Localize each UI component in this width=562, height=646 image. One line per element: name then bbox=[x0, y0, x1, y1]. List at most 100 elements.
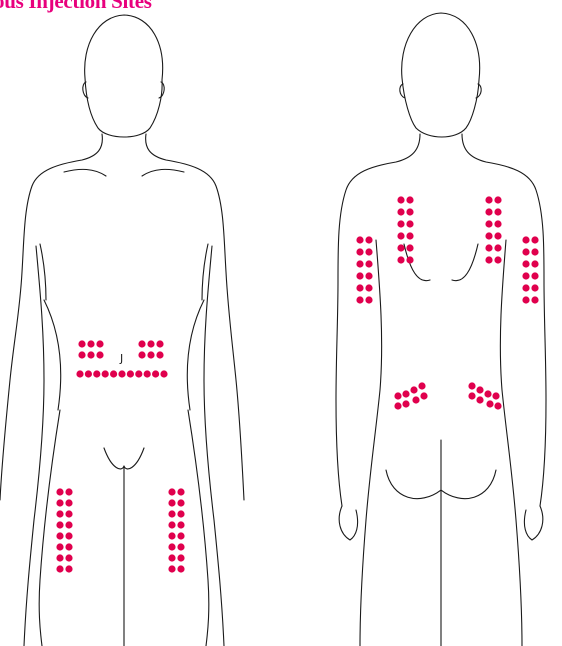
right-thigh-dot bbox=[177, 499, 184, 506]
right-upper-arm-dot bbox=[522, 248, 529, 255]
right-upper-arm-dot bbox=[522, 296, 529, 303]
left-upper-back-dot bbox=[406, 220, 413, 227]
right-upper-back-dot bbox=[494, 208, 501, 215]
left-thigh-dot bbox=[65, 499, 72, 506]
left-upper-back-dot bbox=[406, 232, 413, 239]
left-upper-arm-dot bbox=[365, 272, 372, 279]
left-upper-arm-dot bbox=[365, 248, 372, 255]
abdomen-left-dot bbox=[78, 340, 85, 347]
abdomen-left-dot bbox=[78, 351, 85, 358]
left-thigh-dot bbox=[56, 532, 63, 539]
abdomen-right-dot bbox=[156, 340, 163, 347]
left-thigh-dot bbox=[56, 543, 63, 550]
left-lower-back-dot bbox=[402, 400, 409, 407]
right-thigh-dot bbox=[177, 543, 184, 550]
abdomen-left-dot bbox=[87, 340, 94, 347]
abdomen-left-dot bbox=[87, 351, 94, 358]
left-upper-back-dot bbox=[397, 232, 404, 239]
right-upper-arm-dot bbox=[531, 236, 538, 243]
right-upper-back-dot bbox=[485, 208, 492, 215]
abdomen-bottom-dot bbox=[76, 370, 83, 377]
left-upper-back-dot bbox=[406, 256, 413, 263]
left-upper-arm-dot bbox=[356, 296, 363, 303]
left-lower-back-dot bbox=[394, 392, 401, 399]
abdomen-bottom-dot bbox=[118, 370, 125, 377]
right-upper-arm-dot bbox=[522, 272, 529, 279]
right-thigh-dot bbox=[168, 543, 175, 550]
right-lower-back-dot bbox=[484, 390, 491, 397]
right-thigh-dot bbox=[168, 488, 175, 495]
right-thigh-dot bbox=[177, 488, 184, 495]
left-lower-back-dot bbox=[402, 390, 409, 397]
right-lower-back-dot bbox=[468, 392, 475, 399]
right-upper-arm-dot bbox=[522, 284, 529, 291]
abdomen-right-dot bbox=[138, 351, 145, 358]
right-upper-back-dot bbox=[485, 244, 492, 251]
abdomen-bottom-dot bbox=[152, 370, 159, 377]
back-head bbox=[402, 13, 480, 137]
left-lower-back-dot bbox=[410, 386, 417, 393]
abdomen-bottom-dot bbox=[160, 370, 167, 377]
left-thigh-dot bbox=[56, 565, 63, 572]
right-thigh-dot bbox=[177, 565, 184, 572]
left-thigh-dot bbox=[65, 510, 72, 517]
left-lower-back-dot bbox=[420, 392, 427, 399]
left-thigh-dot bbox=[56, 488, 63, 495]
left-upper-back-dot bbox=[397, 196, 404, 203]
right-upper-arm-dot bbox=[531, 248, 538, 255]
right-lower-back-dot bbox=[476, 386, 483, 393]
injection-dots bbox=[56, 196, 538, 572]
abdomen-bottom-dot bbox=[135, 370, 142, 377]
left-upper-arm-dot bbox=[365, 236, 372, 243]
left-thigh-dot bbox=[65, 532, 72, 539]
abdomen-bottom-dot bbox=[85, 370, 92, 377]
right-lower-back-dot bbox=[468, 382, 475, 389]
abdomen-bottom-dot bbox=[127, 370, 134, 377]
abdomen-right-dot bbox=[138, 340, 145, 347]
right-thigh-dot bbox=[168, 521, 175, 528]
left-upper-back-dot bbox=[397, 244, 404, 251]
left-thigh-dot bbox=[56, 510, 63, 517]
right-upper-arm-dot bbox=[531, 272, 538, 279]
right-thigh-dot bbox=[168, 532, 175, 539]
right-upper-back-dot bbox=[485, 220, 492, 227]
abdomen-left-dot bbox=[96, 351, 103, 358]
left-upper-arm-dot bbox=[356, 260, 363, 267]
abdomen-bottom-dot bbox=[144, 370, 151, 377]
right-upper-arm-dot bbox=[531, 296, 538, 303]
left-upper-back-dot bbox=[406, 244, 413, 251]
right-upper-back-dot bbox=[494, 256, 501, 263]
right-upper-arm-dot bbox=[531, 284, 538, 291]
left-thigh-dot bbox=[56, 499, 63, 506]
right-upper-back-dot bbox=[494, 220, 501, 227]
right-upper-arm-dot bbox=[522, 236, 529, 243]
abdomen-bottom-dot bbox=[110, 370, 117, 377]
abdomen-bottom-dot bbox=[102, 370, 109, 377]
left-upper-arm-dot bbox=[365, 296, 372, 303]
left-upper-arm-dot bbox=[356, 272, 363, 279]
right-upper-back-dot bbox=[494, 196, 501, 203]
right-lower-back-dot bbox=[476, 396, 483, 403]
navel-mark: J bbox=[119, 352, 123, 365]
right-thigh-dot bbox=[168, 554, 175, 561]
left-thigh-dot bbox=[56, 521, 63, 528]
right-thigh-dot bbox=[168, 499, 175, 506]
abdomen-bottom-dot bbox=[93, 370, 100, 377]
right-lower-back-dot bbox=[494, 402, 501, 409]
right-upper-arm-dot bbox=[522, 260, 529, 267]
left-upper-back-dot bbox=[397, 256, 404, 263]
left-thigh-dot bbox=[65, 521, 72, 528]
left-upper-back-dot bbox=[406, 196, 413, 203]
left-upper-arm-dot bbox=[356, 248, 363, 255]
right-upper-back-dot bbox=[494, 244, 501, 251]
abdomen-left-dot bbox=[96, 340, 103, 347]
left-upper-back-dot bbox=[406, 208, 413, 215]
front-body-outline bbox=[0, 15, 244, 646]
right-upper-back-dot bbox=[494, 232, 501, 239]
right-upper-arm-dot bbox=[531, 260, 538, 267]
left-upper-back-dot bbox=[397, 208, 404, 215]
right-thigh-dot bbox=[177, 532, 184, 539]
left-thigh-dot bbox=[65, 565, 72, 572]
left-thigh-dot bbox=[56, 554, 63, 561]
